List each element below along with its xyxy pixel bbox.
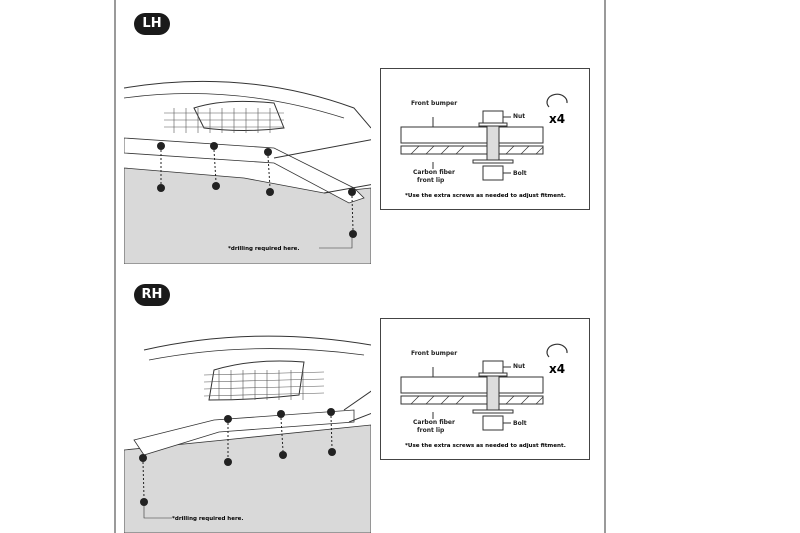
page-border-right [604, 0, 606, 533]
front-bumper-label: Front bumper [411, 350, 458, 357]
rh-bumper-illustration [124, 335, 371, 533]
fitment-note: *Use the extra screws as needed to adjus… [405, 193, 566, 199]
front-bumper-label: Front bumper [411, 100, 458, 107]
nut-label: Nut [513, 363, 526, 370]
nut-label: Nut [513, 113, 526, 120]
rh-fastener-diagram [400, 343, 568, 431]
page-border-left [114, 0, 116, 533]
lip-label-2: front lip [417, 177, 445, 184]
bolt-label: Bolt [513, 170, 527, 177]
bolt-label: Bolt [513, 420, 527, 427]
lh-bumper-illustration [124, 80, 371, 264]
lh-fastener-diagram [400, 93, 568, 181]
lip-label-2: front lip [417, 427, 445, 434]
quantity-label: x4 [549, 362, 566, 376]
lh-fastener-detail: Front bumper Nut Bolt Carbon fiber front… [380, 68, 590, 210]
lip-label-1: Carbon fiber [413, 419, 455, 426]
fitment-note: *Use the extra screws as needed to adjus… [405, 443, 566, 449]
rh-fastener-detail: Front bumper Nut Bolt Carbon fiber front… [380, 318, 590, 460]
lh-drill-note: *drilling required here. [228, 246, 300, 252]
lh-badge: LH [134, 13, 170, 35]
rh-badge: RH [134, 284, 170, 306]
rh-drill-note: *drilling required here. [172, 516, 244, 522]
quantity-label: x4 [549, 112, 566, 126]
lip-label-1: Carbon fiber [413, 169, 455, 176]
